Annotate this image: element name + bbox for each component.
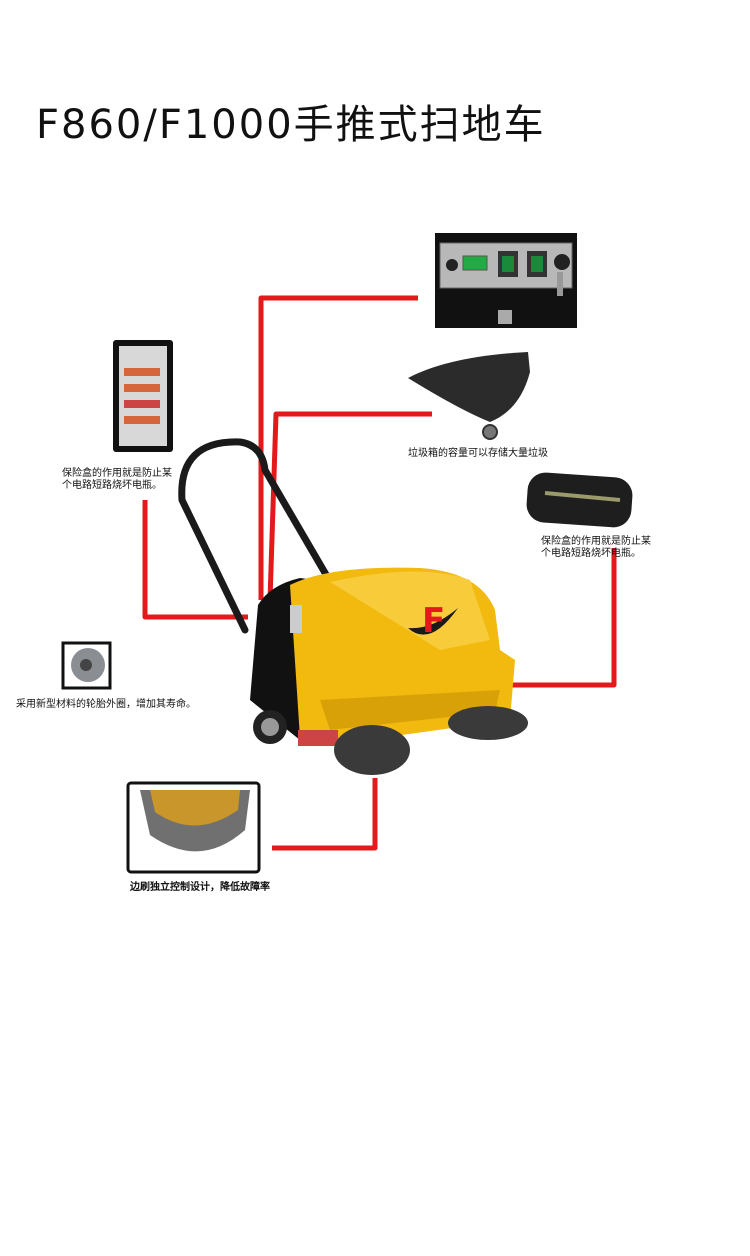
fuse-box-photo bbox=[113, 340, 173, 452]
dust-bin-photo bbox=[408, 352, 530, 440]
callout-line-control-panel bbox=[258, 295, 418, 600]
callout-line-dust-bin bbox=[267, 411, 432, 601]
caption-wheel: 采用新型材料的轮胎外圈，增加其寿命。 bbox=[16, 699, 196, 710]
callout-line-side-brush bbox=[272, 778, 378, 851]
caption-line: 保险盒的作用就是防止某 bbox=[62, 468, 172, 479]
roller-brush-photo bbox=[526, 472, 633, 528]
caption-line: 个电路短路烧坏电瓶。 bbox=[541, 548, 641, 559]
page-title: F860/F1000手推式扫地车 bbox=[36, 102, 546, 148]
callout-line-fuse-box bbox=[142, 500, 248, 620]
caption-line: 个电路短路烧坏电瓶。 bbox=[62, 480, 162, 491]
callout-line-roller-brush bbox=[512, 548, 617, 688]
sweeper-machine: F bbox=[178, 438, 528, 775]
caption-line: 保险盒的作用就是防止某 bbox=[541, 536, 651, 547]
caption-roller-brush: 保险盒的作用就是防止某 个电路短路烧坏电瓶。 bbox=[541, 536, 651, 560]
control-panel-photo bbox=[435, 233, 577, 328]
logo-letter: F bbox=[422, 601, 445, 641]
side-brush-photo bbox=[126, 781, 261, 874]
caption-dust-bin: 垃圾箱的容量可以存储大量垃圾 bbox=[408, 448, 548, 459]
caption-fuse-box: 保险盒的作用就是防止某 个电路短路烧坏电瓶。 bbox=[62, 468, 172, 492]
caption-side-brush: 边刷独立控制设计，降低故障率 bbox=[130, 882, 270, 893]
callout-lines bbox=[142, 295, 617, 851]
wheel-photo bbox=[61, 641, 112, 690]
